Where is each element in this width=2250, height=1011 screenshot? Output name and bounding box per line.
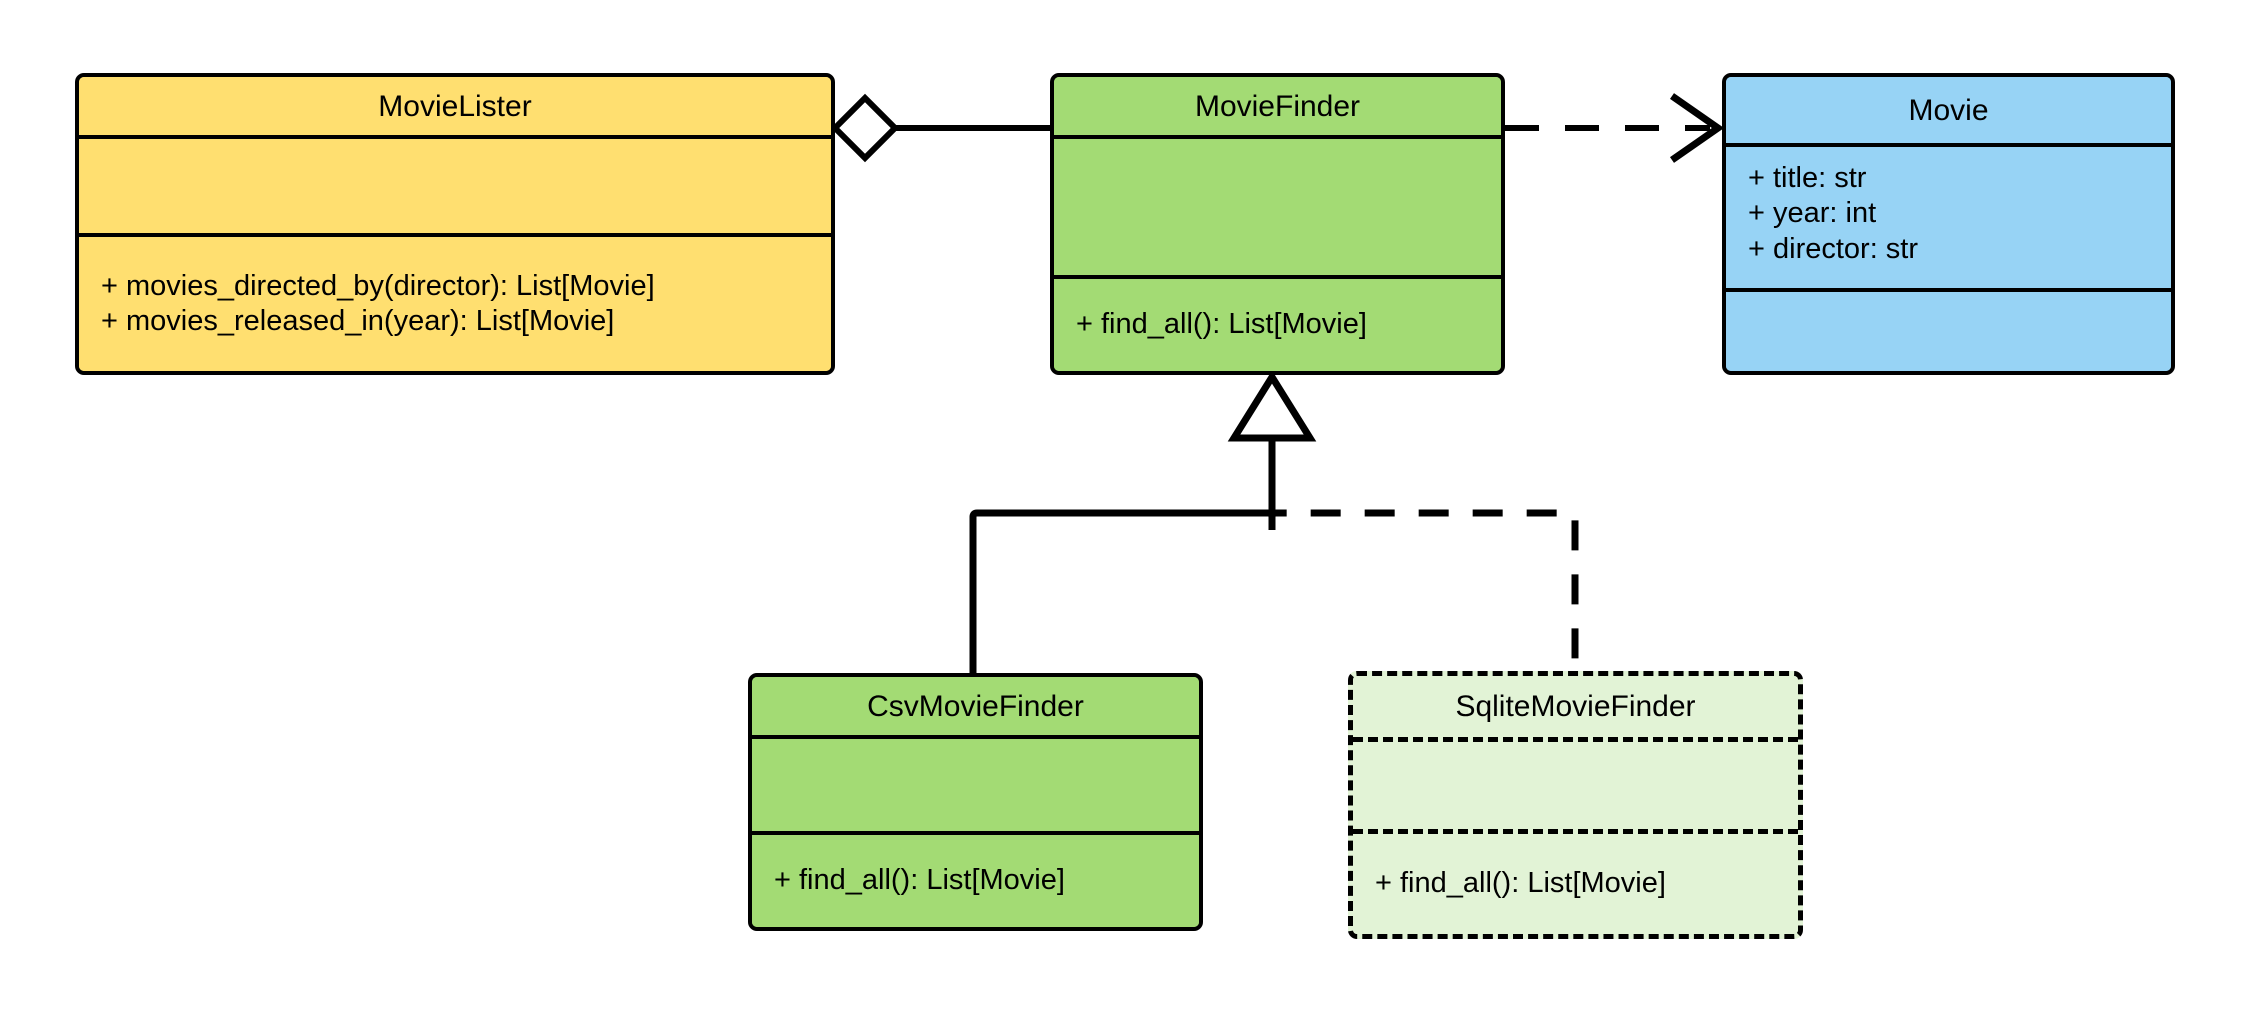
class-attributes-compartment xyxy=(1353,742,1798,834)
class-methods-compartment: + find_all(): List[Movie] xyxy=(1054,279,1501,371)
class-method: + find_all(): List[Movie] xyxy=(774,864,1065,897)
class-title: MovieFinder xyxy=(1194,89,1361,123)
hollow-triangle-icon xyxy=(1227,370,1317,442)
class-name-compartment: MovieLister xyxy=(79,77,831,139)
class-name-compartment: CsvMovieFinder xyxy=(752,677,1199,739)
uml-class-csv-movie-finder[interactable]: CsvMovieFinder + find_all(): List[Movie] xyxy=(748,673,1203,931)
class-name-compartment: MovieFinder xyxy=(1054,77,1501,139)
class-method: + movies_directed_by(director): List[Mov… xyxy=(101,269,655,302)
class-method: + find_all(): List[Movie] xyxy=(1375,867,1666,900)
uml-class-movie-finder[interactable]: MovieFinder + find_all(): List[Movie] xyxy=(1050,73,1505,375)
class-attribute: + year: int xyxy=(1748,197,1877,230)
class-attributes-compartment xyxy=(1054,139,1501,279)
class-name-compartment: Movie xyxy=(1726,77,2171,147)
class-method: + movies_released_in(year): List[Movie] xyxy=(101,305,615,337)
class-name-compartment: SqliteMovieFinder xyxy=(1353,676,1798,742)
edge-aggregation-lister-finder xyxy=(830,93,1050,163)
uml-class-movie-lister[interactable]: MovieLister + movies_directed_by(directo… xyxy=(75,73,835,375)
class-methods-compartment: + find_all(): List[Movie] xyxy=(1353,834,1798,934)
class-title: SqliteMovieFinder xyxy=(1455,690,1696,723)
open-arrow-icon xyxy=(1670,93,1725,163)
class-attributes-compartment xyxy=(79,139,831,237)
edge-dependency-finder-movie xyxy=(1505,93,1725,163)
class-method: + find_all(): List[Movie] xyxy=(1076,308,1367,341)
class-methods-compartment: + movies_directed_by(director): List[Mov… xyxy=(79,237,831,371)
class-title: CsvMovieFinder xyxy=(867,689,1084,723)
uml-class-sqlite-movie-finder[interactable]: SqliteMovieFinder + find_all(): List[Mov… xyxy=(1348,671,1803,939)
class-attributes-compartment xyxy=(752,739,1199,835)
class-attributes-compartment: + title: str + year: int + director: str xyxy=(1726,147,2171,292)
edge-realization-sqlite xyxy=(1268,509,1579,671)
uml-class-movie[interactable]: Movie + title: str + year: int + directo… xyxy=(1722,73,2175,375)
class-attribute: + director: str xyxy=(1748,232,1919,265)
class-attribute: + title: str xyxy=(1748,162,1867,194)
class-title: MovieLister xyxy=(378,89,532,123)
hollow-diamond-icon xyxy=(830,93,900,163)
edge-generalization-triangle xyxy=(1227,370,1317,530)
class-methods-compartment: + find_all(): List[Movie] xyxy=(752,835,1199,927)
edge-generalization-csv xyxy=(969,509,1276,673)
class-methods-compartment xyxy=(1726,292,2171,371)
class-title: Movie xyxy=(1908,93,1989,127)
